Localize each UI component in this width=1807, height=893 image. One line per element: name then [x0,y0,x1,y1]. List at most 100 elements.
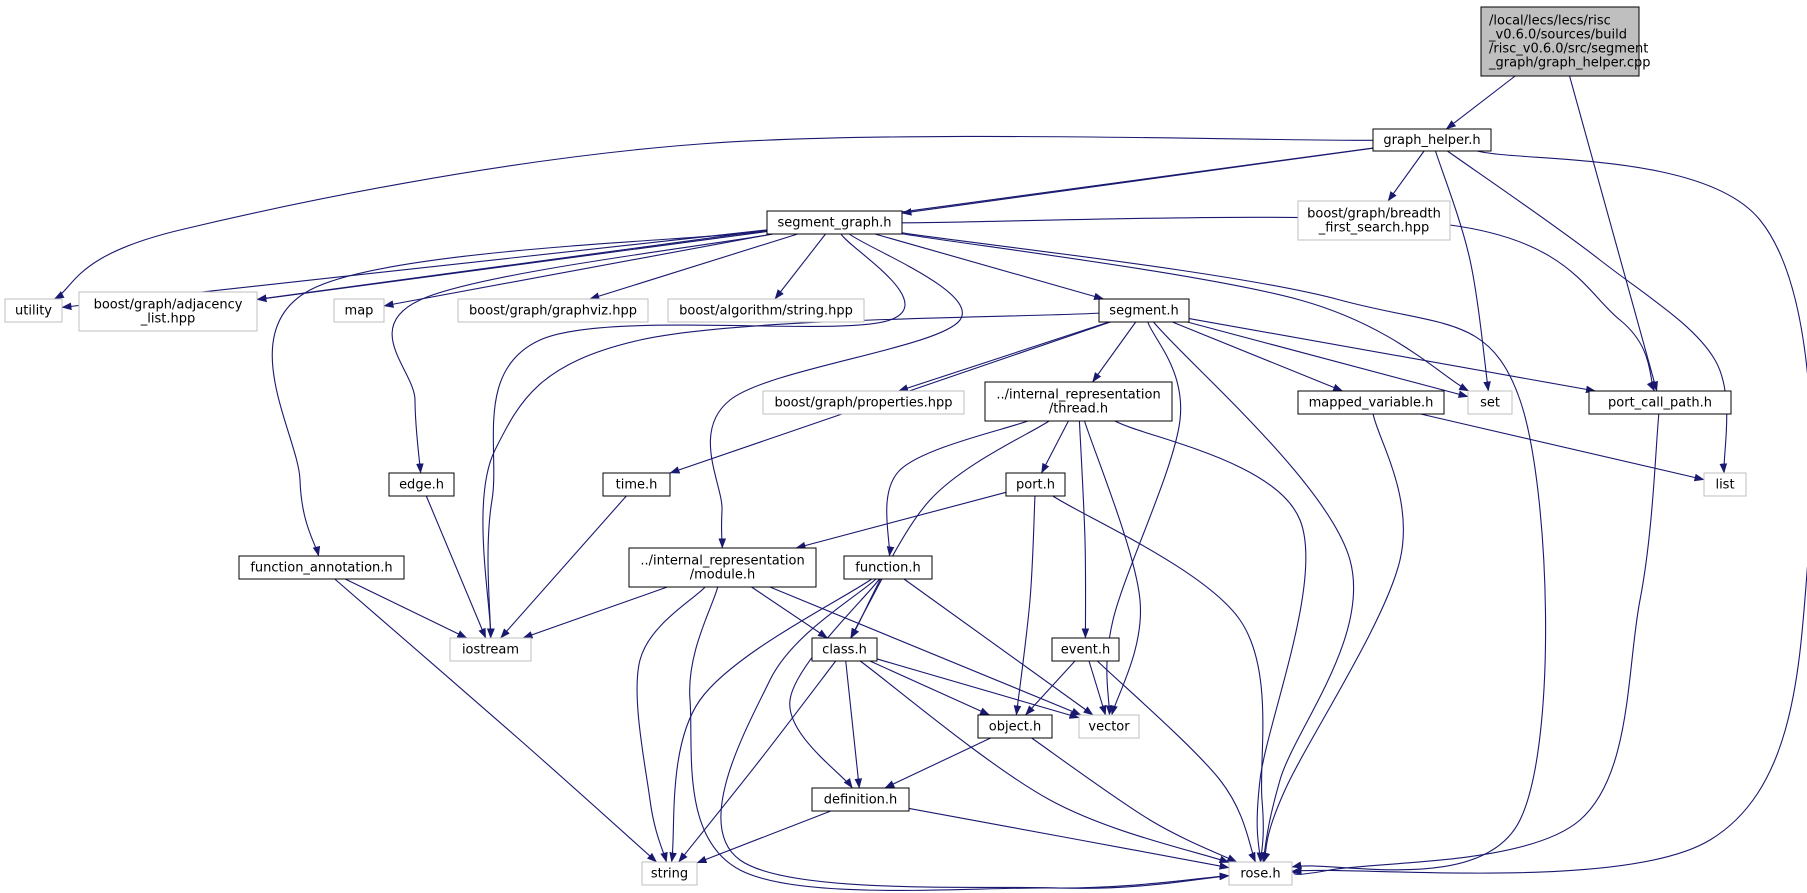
nodes-layer: /local/lecs/lecs/risc_v0.6.0/sources/bui… [4,6,1747,886]
node-label: boost/algorithm/string.hpp [679,304,853,319]
edge-class-to-object [869,660,990,716]
node-box [811,637,878,662]
node-label: _list.hpp [140,312,195,327]
node-box [333,298,385,323]
edge-segment_graph-to-adjacency [256,230,768,303]
node-label: port_call_path.h [1608,396,1712,411]
edge-port_call_path-to-rose [1291,413,1660,876]
node-thread[interactable]: ../internal_representation/thread.h [984,381,1173,422]
node-box [762,390,965,415]
edge-event-to-rose [1096,660,1257,863]
node-label: list [1715,478,1734,493]
node-label: iostream [462,643,519,658]
node-label: _graph/graph_helper.cpp [1488,56,1651,71]
node-vector: vector [1078,714,1140,739]
node-box [843,555,933,580]
node-class[interactable]: class.h [811,637,878,662]
node-function-annotation[interactable]: function_annotation.h [238,555,405,580]
node-label: object.h [989,720,1041,735]
node-box [628,547,817,588]
edge-segment-to-properties [898,321,1110,392]
edge-class-to-definition [845,660,863,789]
edge-segment_graph-to-set [901,233,1470,392]
node-box [1098,298,1190,323]
node-segment-graph[interactable]: segment_graph.h [766,210,903,235]
edge-object-to-rose [1031,737,1238,863]
edge-port-to-rose [1052,495,1265,863]
node-graph-helper[interactable]: graph_helper.h [1372,128,1492,152]
node-box [811,787,910,812]
edge-segment_graph-to-algo_string [774,233,826,300]
edge-mapped_variable-to-rose [1262,413,1404,863]
node-box [641,861,698,886]
node-time[interactable]: time.h [602,472,671,497]
node-string: string [641,861,698,886]
edge-segment_graph-to-iostream [486,233,906,639]
node-box [1297,200,1451,241]
edge-function-to-definition [789,578,880,789]
node-box [1480,6,1640,77]
edge-function_annotation-to-string [334,578,657,863]
node-root[interactable]: /local/lecs/lecs/risc_v0.6.0/sources/bui… [1480,6,1651,77]
edge-thread-to-rose [1114,420,1307,863]
edge-event-to-vector [1088,660,1107,716]
node-box [667,298,865,323]
node-label: boost/graph/adjacency [94,298,243,313]
node-label: _v0.6.0/sources/build [1488,28,1627,43]
node-label: event.h [1061,643,1110,658]
node-label: boost/graph/properties.hpp [774,396,952,411]
node-function[interactable]: function.h [843,555,933,580]
node-box [1588,390,1732,415]
node-adjacency: boost/graph/adjacency_list.hpp [78,291,258,332]
edge-segment-to-iostream [482,312,1100,639]
edge-segment_graph-to-module [709,233,963,549]
edge-segment_graph-to-segment [874,233,1105,301]
node-module[interactable]: ../internal_representation/module.h [628,547,817,588]
node-port-call-path[interactable]: port_call_path.h [1588,390,1732,415]
edge-segment-to-set [1187,321,1469,398]
node-definition[interactable]: definition.h [811,787,910,812]
node-label: segment.h [1109,304,1178,319]
edge-function-to-vector [903,578,1094,716]
edge-port-to-module [795,491,1007,550]
node-port[interactable]: port.h [1005,472,1066,497]
node-label: boost/graph/breadth [1307,207,1441,222]
node-label: segment_graph.h [778,216,892,231]
edge-graph_helper-to-utility [53,135,1374,300]
node-mapped-variable[interactable]: mapped_variable.h [1297,390,1445,415]
node-bfs: boost/graph/breadth_first_search.hpp [1297,200,1451,241]
node-edge[interactable]: edge.h [388,472,455,497]
node-object[interactable]: object.h [977,714,1053,739]
node-box [1703,472,1747,497]
node-event[interactable]: event.h [1051,637,1120,662]
edge-thread-to-class [850,420,1050,639]
edge-segment_graph-to-graphviz [589,233,798,300]
node-label: port.h [1016,478,1055,493]
node-segment[interactable]: segment.h [1098,298,1190,323]
node-rose: rose.h [1228,861,1293,886]
edge-segment_graph-to-rose [901,232,1547,871]
node-box [78,291,258,332]
node-list: list [1703,472,1747,497]
node-label: /risc_v0.6.0/src/segment [1489,42,1648,57]
edge-segment-to-mapped_variable [1172,321,1344,392]
node-label: rose.h [1240,867,1280,882]
edge-class-to-vector [876,658,1080,719]
edge-thread-to-vector [1084,420,1142,716]
node-label: edge.h [399,478,444,493]
node-box [1297,390,1445,415]
edge-root-to-graph_helper [1445,75,1516,130]
node-box [1005,472,1066,497]
edge-thread-to-event [1078,420,1090,639]
edge-class-to-rose [859,660,1230,864]
edge-module-to-class [751,586,828,639]
edge-definition-to-string [696,810,832,864]
node-box [977,714,1053,739]
node-box [766,210,903,235]
node-label: set [1480,396,1500,411]
node-box [238,555,405,580]
edge-function-to-rose [720,578,1230,889]
edge-segment_graph-to-map [383,233,773,308]
node-label: class.h [822,643,867,658]
